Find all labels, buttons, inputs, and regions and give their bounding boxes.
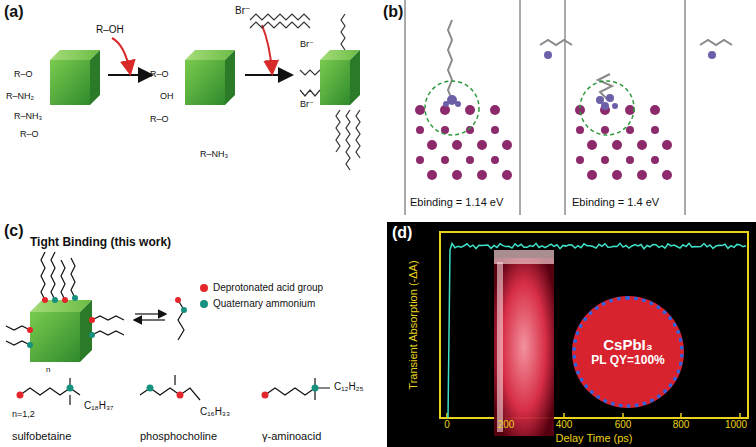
chem-label: R–O <box>14 70 33 80</box>
panel-label: (b) <box>383 3 403 21</box>
molecule-name: phosphocholine <box>140 430 217 442</box>
panel-c <box>6 252 330 405</box>
chem-label: R–O <box>20 130 39 140</box>
chem-label: R–NH₂ <box>6 92 34 102</box>
panel-label: (a) <box>4 3 24 21</box>
panel-a <box>50 14 360 170</box>
chem-label: R–O <box>150 115 169 125</box>
molecule-name: sulfobetaine <box>12 430 71 442</box>
chain-label: C₁₆H₃₃ <box>200 406 230 417</box>
tick-label: 200 <box>498 419 515 430</box>
chain-label: C₁₈H₃₇ <box>84 400 113 411</box>
tick-label: 400 <box>556 419 573 430</box>
energy-label: Ebinding = 1.14 eV <box>410 196 503 208</box>
axis-title: Transient Absorption (-ΔA) <box>407 260 419 389</box>
subscript-note: n=1,2 <box>12 410 35 420</box>
legend-text: Deprotonated acid group <box>213 282 323 293</box>
ion-label: Br⁻ <box>300 40 314 50</box>
tick-label: 0 <box>444 419 450 430</box>
reagent-label: R–OH <box>96 24 124 35</box>
legend-swatch <box>200 300 208 308</box>
molecule-name: γ-aminoacid <box>262 430 321 442</box>
axis-title: Delay Time (ps) <box>555 432 632 444</box>
tick-label: 600 <box>615 419 632 430</box>
legend-row: Quaternary ammonium <box>200 298 315 309</box>
panel-label: (c) <box>4 222 24 240</box>
reagent-label: Br⁻ <box>235 5 250 16</box>
panel-b <box>405 0 732 215</box>
chem-label: OH <box>160 92 174 102</box>
chem-label: R–O <box>150 70 169 80</box>
legend-text: Quaternary ammonium <box>213 298 315 309</box>
panel-d <box>387 222 756 447</box>
legend-swatch <box>200 284 208 292</box>
tick-label: 800 <box>673 419 690 430</box>
heading: Tight Binding (this work) <box>30 236 171 249</box>
yield-label: PL QY=100% <box>591 354 665 368</box>
subscript-note: n <box>46 366 50 375</box>
legend-row: Deprotonated acid group <box>200 282 323 293</box>
energy-label: Ebinding = 1.4 eV <box>572 196 659 208</box>
chem-label: R–NH₃ <box>200 150 228 160</box>
panel-label: (d) <box>392 224 412 242</box>
compound-name: CsPbI₃ <box>603 336 652 353</box>
tick-label: 1000 <box>725 419 747 430</box>
result-badge: CsPbI₃PL QY=100% <box>572 296 684 408</box>
chem-label: R–NH₃ <box>14 112 42 122</box>
ion-label: Br⁻ <box>300 100 314 110</box>
chain-label: C₁₂H₂₅ <box>334 381 364 392</box>
